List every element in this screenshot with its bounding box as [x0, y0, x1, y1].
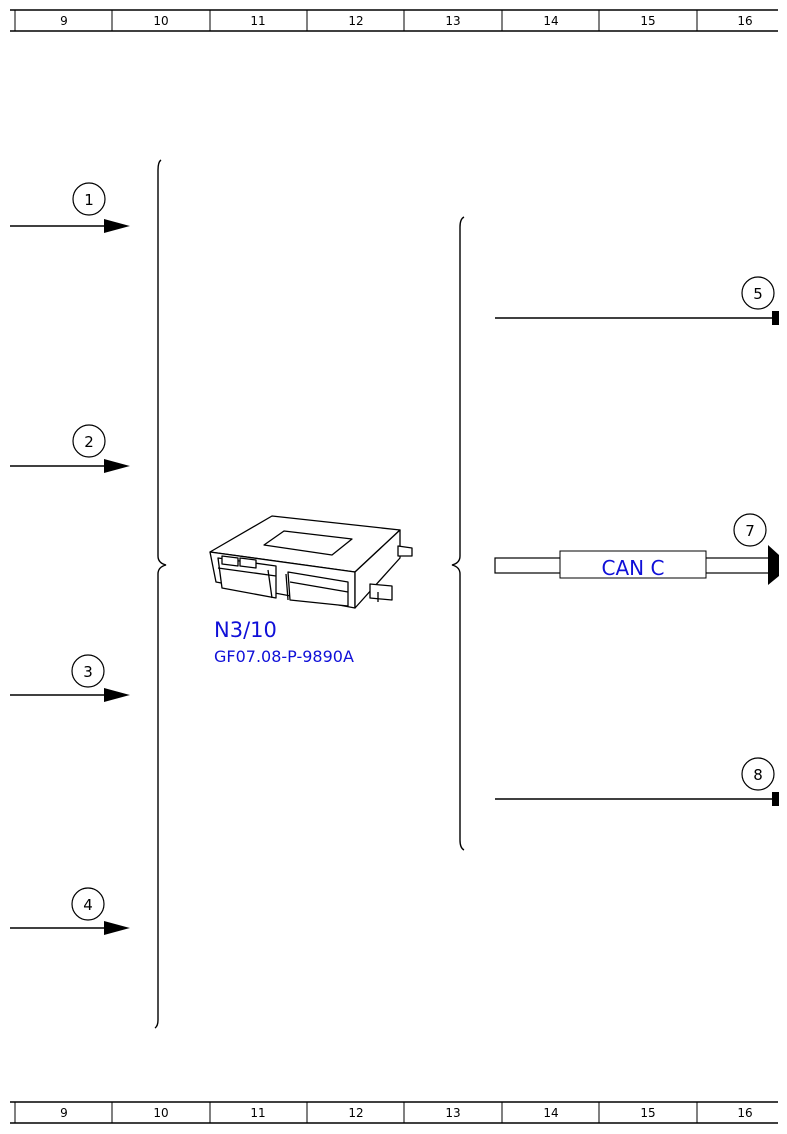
- ruler-bottom-cell: 15: [640, 1106, 655, 1120]
- callout-number: 2: [84, 433, 94, 451]
- ruler-bottom: 9 10 11 12 13 14 15 16: [10, 1101, 778, 1124]
- input-bracket: [154, 159, 167, 1029]
- bus-arrow-icon: [768, 545, 779, 585]
- ruler-top-cell: 9: [60, 14, 68, 28]
- ruler-bottom-cell: 16: [737, 1106, 752, 1120]
- ruler-bottom-cell: 10: [153, 1106, 168, 1120]
- ruler-bottom-cell: 9: [60, 1106, 68, 1120]
- callout-circle: [72, 424, 106, 458]
- ruler-top: 9 10 11 12 13 14 15 16: [10, 9, 778, 32]
- component-reference[interactable]: GF07.08-P-9890A: [214, 647, 354, 666]
- ruler-bottom-cell: 11: [250, 1106, 265, 1120]
- component-label: N3/10: [214, 618, 277, 642]
- ruler-bottom-cell: 12: [348, 1106, 363, 1120]
- arrow-right-icon: [772, 311, 779, 325]
- arrow-right-icon: [104, 219, 130, 233]
- callout-number: 1: [84, 191, 94, 209]
- callout-circle: [741, 276, 775, 310]
- output-signal-7: CAN C 7: [494, 513, 779, 585]
- ruler-bottom-cell: 14: [543, 1106, 558, 1120]
- output-signal-5: 5: [495, 276, 779, 325]
- input-signal-2: 2: [10, 424, 130, 473]
- arrow-right-icon: [104, 459, 130, 473]
- control-unit-icon: [209, 515, 413, 609]
- arrow-right-icon: [772, 792, 779, 806]
- callout-number: 4: [83, 896, 93, 914]
- output-bracket: [451, 216, 465, 851]
- ruler-top-cell: 10: [153, 14, 168, 28]
- ruler-top-cell: 14: [543, 14, 558, 28]
- callout-number: 3: [83, 663, 93, 681]
- callout-number: 5: [753, 285, 763, 303]
- callout-circle: [71, 654, 105, 688]
- ruler-top-cell: 13: [445, 14, 460, 28]
- ruler-top-cell: 15: [640, 14, 655, 28]
- callout-number: 8: [753, 766, 763, 784]
- ruler-top-cell: 11: [250, 14, 265, 28]
- arrow-right-icon: [104, 921, 130, 935]
- ruler-top-cell: 16: [737, 14, 752, 28]
- output-signal-8: 8: [495, 757, 779, 806]
- input-signal-4: 4: [10, 887, 130, 935]
- bus-label-box: [559, 550, 707, 579]
- callout-circle: [741, 757, 775, 791]
- ruler-bottom-cell: 13: [445, 1106, 460, 1120]
- input-signal-1: 1: [10, 182, 130, 233]
- callout-circle: [733, 513, 767, 547]
- bus-label: CAN C: [602, 556, 665, 580]
- input-signal-3: 3: [10, 654, 130, 702]
- arrow-right-icon: [104, 688, 130, 702]
- callout-number: 7: [745, 522, 755, 540]
- callout-circle: [72, 182, 106, 216]
- ruler-top-cell: 12: [348, 14, 363, 28]
- callout-circle: [71, 887, 105, 921]
